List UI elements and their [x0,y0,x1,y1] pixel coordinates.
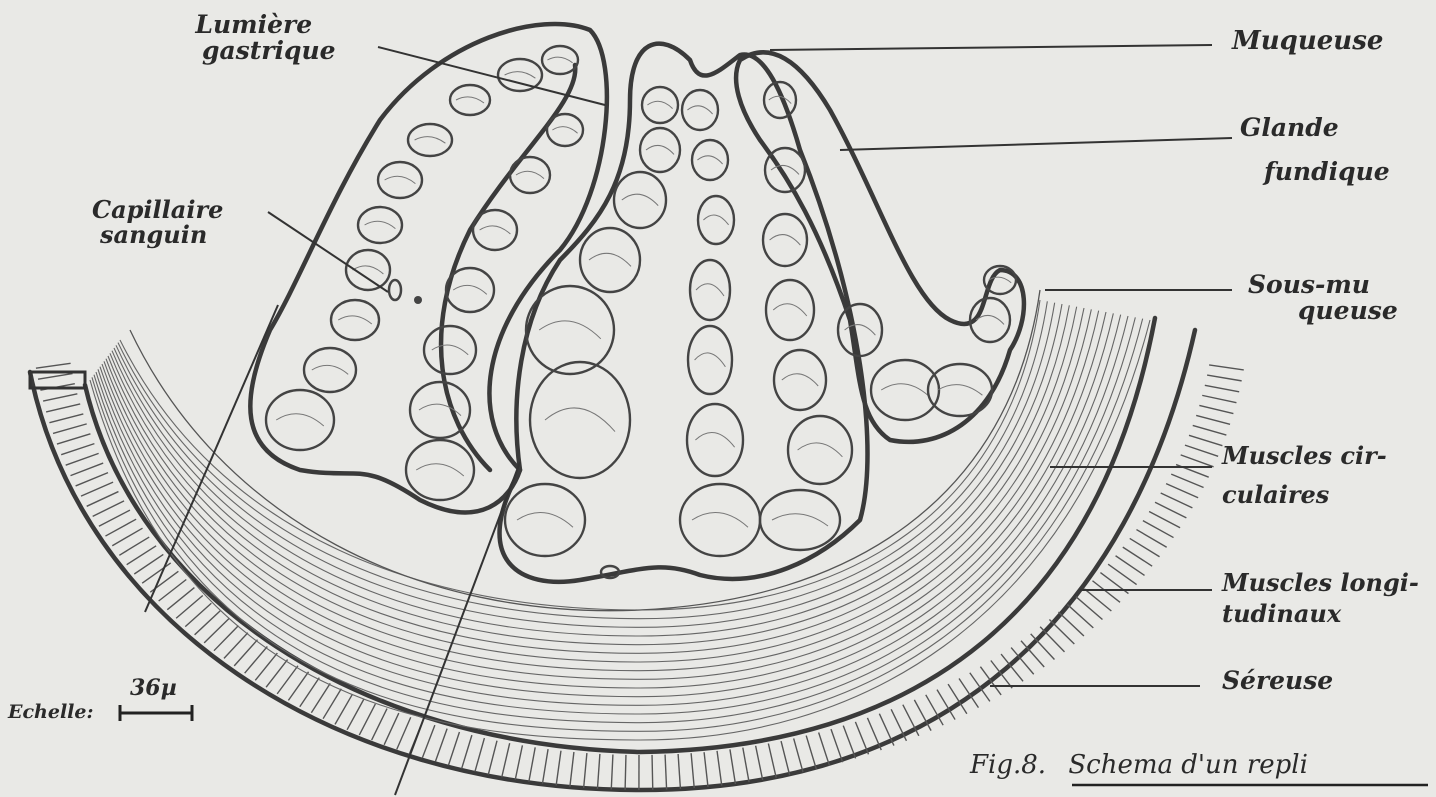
serosa-hatching [36,363,1244,790]
label-lumiere-line2: gastrique [172,38,336,64]
wall-cut-edge [30,372,85,388]
label-echelle-text: Echelle: [8,703,94,723]
leader-glande [840,138,1232,150]
label-capillaire-line2: sanguin [92,222,223,247]
label-glande-line1: Glande [1240,115,1390,141]
label-circulaires-line1: Muscles cir- [1222,443,1387,468]
label-sereuse-text: Séreuse [1222,668,1333,694]
label-lumiere-line1: Lumière [172,12,336,38]
muscle-fibers [90,300,1150,740]
label-longitudinaux-line2: tudinaux [1222,601,1419,626]
label-sous-muqueuse-line1: Sous-mu [1248,272,1398,298]
label-sous-muqueuse: Sous-mu queuse [1248,272,1398,325]
label-longitudinaux-line1: Muscles longi- [1222,570,1419,595]
leader-cut-left [145,305,278,612]
label-muqueuse: Muqueuse [1232,28,1383,55]
leader-muqueuse [770,45,1212,50]
right-fold-outline [736,52,1024,442]
label-sereuse: Séreuse [1222,668,1333,694]
label-capillaire-line1: Capillaire [92,197,223,222]
label-echelle-value-text: 36µ [130,677,177,700]
label-circulaires-line2: culaires [1222,482,1387,507]
label-lumiere-gastrique: Lumière gastrique [172,12,336,65]
leader-lumiere [378,47,605,105]
leader-capillaire [268,212,388,292]
label-echelle: Echelle: [8,703,94,723]
label-glande-line2: fundique [1240,159,1390,185]
figure-caption: Fig.8. Schema d'un repli [970,752,1308,779]
mucosal-folds [250,24,1024,582]
caption-title: Schema d'un repli [1068,750,1308,780]
label-muqueuse-text: Muqueuse [1232,28,1383,55]
label-sous-muqueuse-line2: queuse [1248,298,1398,324]
label-glande-fundique: Glande fundique [1240,115,1390,186]
gastric-wall [30,290,1244,790]
label-echelle-value: 36µ [130,677,177,700]
label-muscles-circulaires: Muscles cir- culaires [1222,443,1387,507]
label-capillaire-sanguin: Capillaire sanguin [92,197,223,247]
middle-fold-outline [500,44,868,582]
label-muscles-longitudinaux: Muscles longi- tudinaux [1222,570,1419,626]
caption-prefix: Fig.8. [970,750,1046,780]
